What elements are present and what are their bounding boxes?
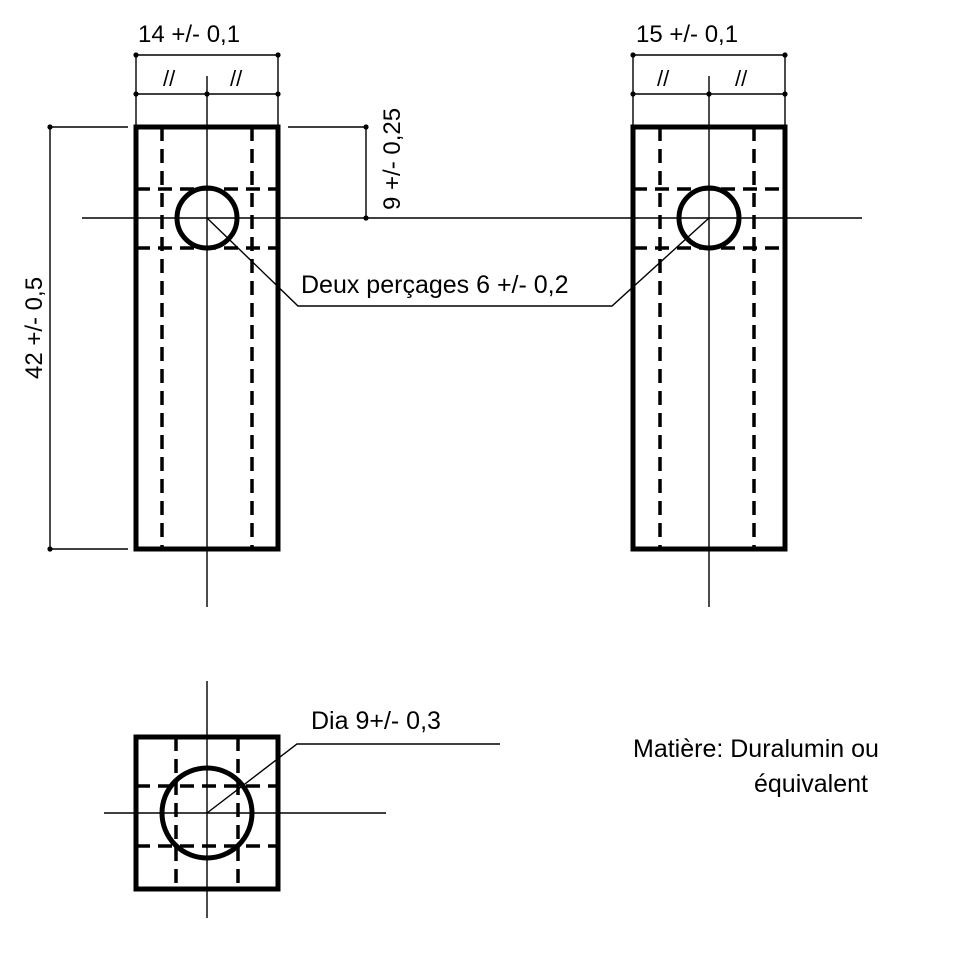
right-width-tick	[630, 52, 636, 58]
right-parallel-mark-a: //	[657, 66, 670, 91]
left-half-tick	[204, 91, 210, 97]
material-line-1: Matière: Duralumin ou	[633, 735, 879, 763]
right-parallel-mark-b: //	[735, 66, 748, 91]
right-part	[630, 76, 788, 607]
right-half-tick	[782, 91, 788, 97]
material-line-2: équivalent	[754, 770, 868, 798]
left-width-dimension: 14 +/- 0,1 // //	[133, 21, 281, 127]
diameter-leader-line	[206, 743, 500, 814]
material-note: Matière: Duralumin ou équivalent	[633, 735, 879, 798]
overall-length-label: 42 +/- 0,5	[21, 277, 48, 379]
left-half-tick	[275, 91, 281, 97]
holes-label: Deux perçages 6 +/- 0,2	[301, 271, 569, 299]
right-width-tick	[782, 52, 788, 58]
diameter-label: Dia 9+/- 0,3	[311, 707, 441, 735]
left-width-tick	[133, 52, 139, 58]
length-tick	[47, 124, 53, 130]
overall-length-dimension: 42 +/- 0,5	[21, 124, 128, 552]
hole-position-dimension: 9 +/- 0,25	[288, 108, 406, 221]
holes-leader-line	[206, 217, 710, 307]
left-parallel-mark-a: //	[163, 66, 176, 91]
hole-position-label: 9 +/- 0,25	[379, 108, 406, 210]
end-view: Dia 9+/- 0,3	[104, 681, 500, 918]
right-half-tick	[630, 91, 636, 97]
left-width-label: 14 +/- 0,1	[138, 21, 240, 48]
left-half-tick	[133, 91, 139, 97]
right-width-label: 15 +/- 0,1	[636, 21, 738, 48]
left-part	[133, 76, 281, 607]
holes-leader: Deux perçages 6 +/- 0,2	[206, 217, 710, 307]
hole-position-tick	[363, 215, 369, 221]
left-width-tick	[275, 52, 281, 58]
right-half-tick	[706, 91, 712, 97]
length-tick	[47, 546, 53, 552]
hole-position-tick	[363, 124, 369, 130]
right-width-dimension: 15 +/- 0,1 // //	[630, 21, 788, 127]
left-parallel-mark-b: //	[230, 66, 243, 91]
